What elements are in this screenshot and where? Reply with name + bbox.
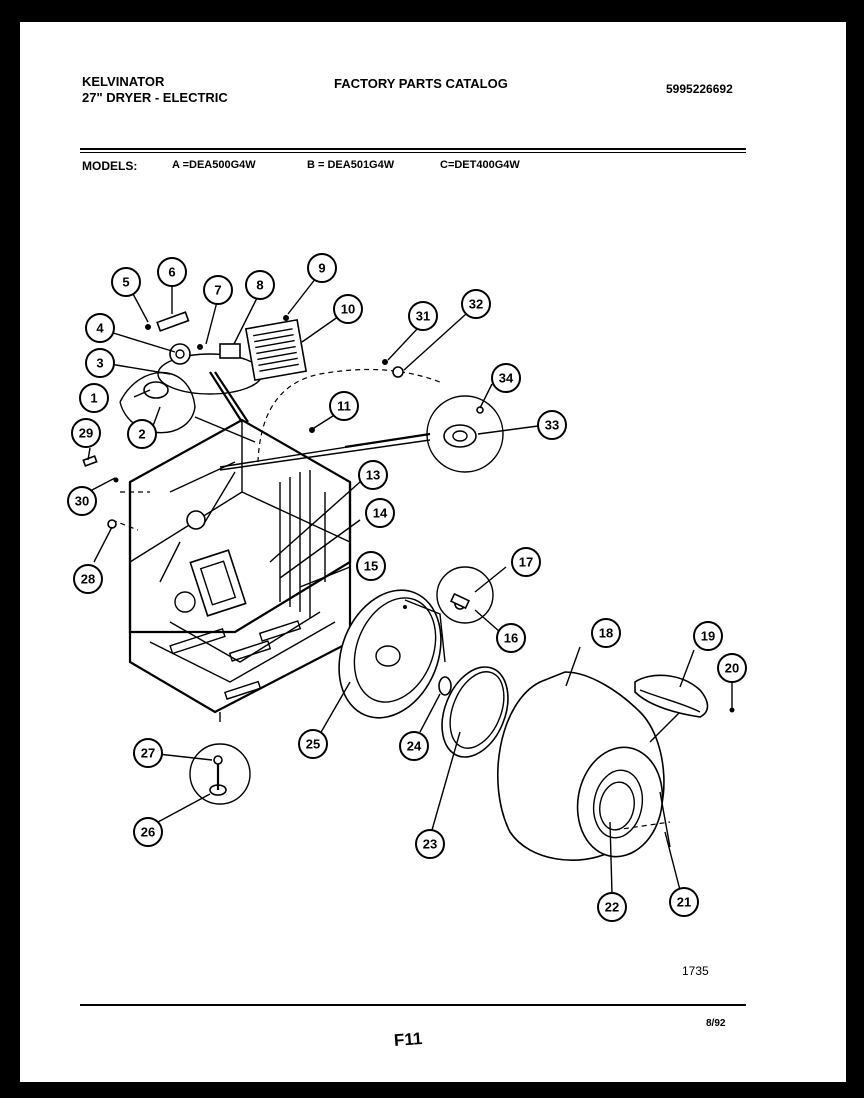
callout-33: 33	[537, 410, 567, 440]
callout-label: 22	[605, 900, 619, 915]
callout-34: 34	[491, 363, 521, 393]
callout-label: 25	[306, 737, 320, 752]
callout-label: 4	[96, 321, 104, 336]
revision-date: 8/92	[706, 1018, 726, 1029]
catalog-sheet: KELVINATOR 27" DRYER - ELECTRIC FACTORY …	[20, 22, 846, 1082]
callout-15: 15	[356, 551, 386, 581]
callout-label: 23	[423, 837, 437, 852]
callout-label: 16	[504, 631, 518, 646]
callout-13: 13	[358, 460, 388, 490]
callout-label: 26	[141, 825, 155, 840]
callout-label: 8	[256, 278, 263, 293]
model-b: B = DEA501G4W	[307, 159, 395, 171]
product-description: 27" DRYER - ELECTRIC	[82, 90, 228, 105]
callout-19: 19	[693, 621, 723, 651]
callout-11: 11	[329, 391, 359, 421]
callout-label: 13	[366, 468, 380, 483]
model-c: C=DET400G4W	[440, 159, 520, 171]
models-label: MODELS:	[82, 159, 138, 173]
callout-1: 1	[79, 383, 109, 413]
callout-label: 6	[168, 265, 175, 280]
brand-name: KELVINATOR	[82, 74, 165, 89]
page-code: F11	[393, 1029, 423, 1050]
thermostat-detail	[426, 395, 504, 473]
callout-label: 33	[545, 418, 559, 433]
callout-label: 7	[214, 283, 221, 298]
callout-27: 27	[133, 738, 163, 768]
callout-label: 9	[318, 261, 325, 276]
callout-label: 3	[96, 356, 103, 371]
callout-label: 15	[364, 559, 378, 574]
callout-label: 29	[79, 426, 93, 441]
idler-detail	[436, 566, 494, 624]
callout-label: 5	[122, 275, 129, 290]
callout-label: 11	[337, 399, 351, 414]
callout-label: 27	[141, 746, 155, 761]
callout-20: 20	[717, 653, 747, 683]
model-a: A =DEA500G4W	[172, 159, 256, 171]
drum	[497, 671, 681, 861]
catalog-title: FACTORY PARTS CATALOG	[334, 76, 508, 91]
callout-25: 25	[298, 729, 328, 759]
callout-5: 5	[111, 267, 141, 297]
callout-label: 30	[75, 494, 89, 509]
callout-label: 17	[519, 555, 533, 570]
header-rule-thin	[80, 152, 746, 153]
callout-30: 30	[67, 486, 97, 516]
callout-label: 20	[725, 661, 739, 676]
cabinet-drawing	[111, 368, 441, 722]
small-parts-cluster	[82, 311, 404, 529]
callout-10: 10	[333, 294, 363, 324]
callout-4: 4	[85, 313, 115, 343]
roller-detail	[189, 743, 251, 805]
callout-2: 2	[127, 419, 157, 449]
callout-label: 2	[138, 427, 145, 442]
callout-16: 16	[496, 623, 526, 653]
callout-label: 28	[81, 572, 95, 587]
callout-26: 26	[133, 817, 163, 847]
callout-8: 8	[245, 270, 275, 300]
drawing-number: 1735	[682, 964, 709, 978]
callout-31: 31	[408, 301, 438, 331]
callout-18: 18	[591, 618, 621, 648]
callout-28: 28	[73, 564, 103, 594]
callout-22: 22	[597, 892, 627, 922]
callout-label: 21	[677, 895, 691, 910]
callout-label: 34	[499, 371, 514, 386]
callout-9: 9	[307, 253, 337, 283]
drum-seal	[438, 666, 509, 758]
exploded-parts-diagram: 1 2 3 4 5 6 7 8 9 10 11 13 14 15 16 17 1…	[67, 253, 747, 922]
callout-7: 7	[203, 275, 233, 305]
drum-baffle	[634, 674, 735, 718]
callout-label: 24	[407, 739, 422, 754]
callout-29: 29	[71, 418, 101, 448]
callout-label: 32	[469, 297, 483, 312]
callout-label: 10	[341, 302, 355, 317]
footer-rule	[80, 1004, 746, 1006]
callout-label: 19	[701, 629, 715, 644]
callout-14: 14	[365, 498, 395, 528]
callout-label: 14	[373, 506, 388, 521]
callout-32: 32	[461, 289, 491, 319]
callout-24: 24	[399, 731, 429, 761]
callout-label: 18	[599, 626, 613, 641]
callout-23: 23	[415, 829, 445, 859]
header-rule	[80, 148, 746, 150]
callout-21: 21	[669, 887, 699, 917]
callout-6: 6	[157, 257, 187, 287]
leader-lines	[87, 277, 733, 895]
callout-label: 31	[416, 309, 430, 324]
callout-label: 1	[90, 391, 97, 406]
catalog-part-number: 5995226692	[666, 82, 733, 96]
front-bulkhead	[338, 589, 446, 719]
callout-17: 17	[511, 547, 541, 577]
callout-3: 3	[85, 348, 115, 378]
